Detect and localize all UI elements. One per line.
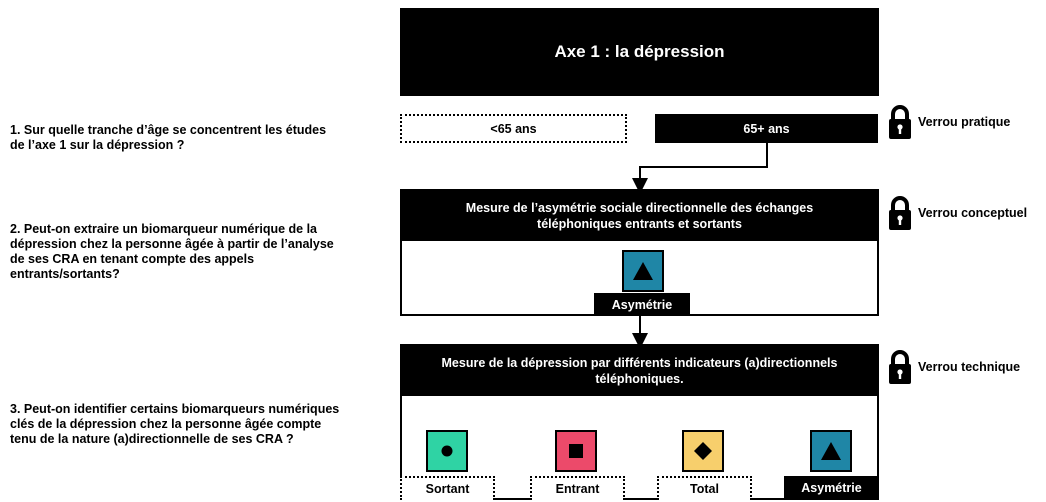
asymmetry-panel-header: Mesure de l’asymétrie sociale directionn… xyxy=(402,191,877,241)
lock-pratique-label: Verrou pratique xyxy=(918,115,1011,129)
asymmetry-panel: Mesure de l’asymétrie sociale directionn… xyxy=(400,189,879,316)
asymmetry-label-box: Asymétrie xyxy=(594,293,690,316)
asymetrie-label: Asymétrie xyxy=(801,481,862,495)
total-label-box: Total xyxy=(657,476,752,500)
asymetrie-tile xyxy=(810,430,852,472)
entrant-label: Entrant xyxy=(555,482,600,496)
lock-icon xyxy=(889,105,911,139)
sortant-tile xyxy=(426,430,468,472)
entrant-tile xyxy=(555,430,597,472)
total-tile xyxy=(682,430,724,472)
age-65-plus-box: 65+ ans xyxy=(655,114,878,143)
triangle-icon xyxy=(821,442,841,460)
depression-panel-title: Mesure de la dépression par différents i… xyxy=(441,356,838,386)
sortant-label-box: Sortant xyxy=(400,476,495,500)
lock-icon xyxy=(889,350,911,384)
age-under-65-label: <65 ans xyxy=(490,121,537,136)
depression-panel: Mesure de la dépression par différents i… xyxy=(400,344,879,500)
lock-pratique: Verrou pratique xyxy=(888,104,1010,140)
lock-conceptuel-label: Verrou conceptuel xyxy=(918,206,1028,220)
asymetrie-label-box: Asymétrie xyxy=(784,476,879,500)
triangle-icon xyxy=(633,262,653,280)
entrant-label-box: Entrant xyxy=(530,476,625,500)
circle-icon xyxy=(441,445,453,457)
question-3: 3. Peut-on identifier certains biomarque… xyxy=(10,402,340,446)
square-icon xyxy=(569,444,583,458)
sortant-label: Sortant xyxy=(425,482,470,496)
lock-icon xyxy=(889,196,911,230)
question-1: 1. Sur quelle tranche d’âge se concentre… xyxy=(10,123,327,152)
question-2: 2. Peut-on extraire un biomarqueur numér… xyxy=(10,222,334,281)
axis-title-box: Axe 1 : la dépression xyxy=(400,8,879,96)
age-under-65-box: <65 ans xyxy=(400,114,627,143)
lock-technique-label: Verrou technique xyxy=(918,360,1021,374)
diamond-icon xyxy=(694,442,712,460)
age-65-plus-label: 65+ ans xyxy=(743,121,790,136)
asymmetry-tile xyxy=(622,250,664,292)
lock-conceptuel: Verrou conceptuel xyxy=(888,195,1027,231)
depression-panel-header: Mesure de la dépression par différents i… xyxy=(402,346,877,396)
asymmetry-panel-title: Mesure de l’asymétrie sociale directionn… xyxy=(465,201,814,231)
axis-title: Axe 1 : la dépression xyxy=(554,42,725,61)
asymmetry-label: Asymétrie xyxy=(611,297,673,312)
total-label: Total xyxy=(690,482,719,496)
lock-technique: Verrou technique xyxy=(888,349,1020,385)
